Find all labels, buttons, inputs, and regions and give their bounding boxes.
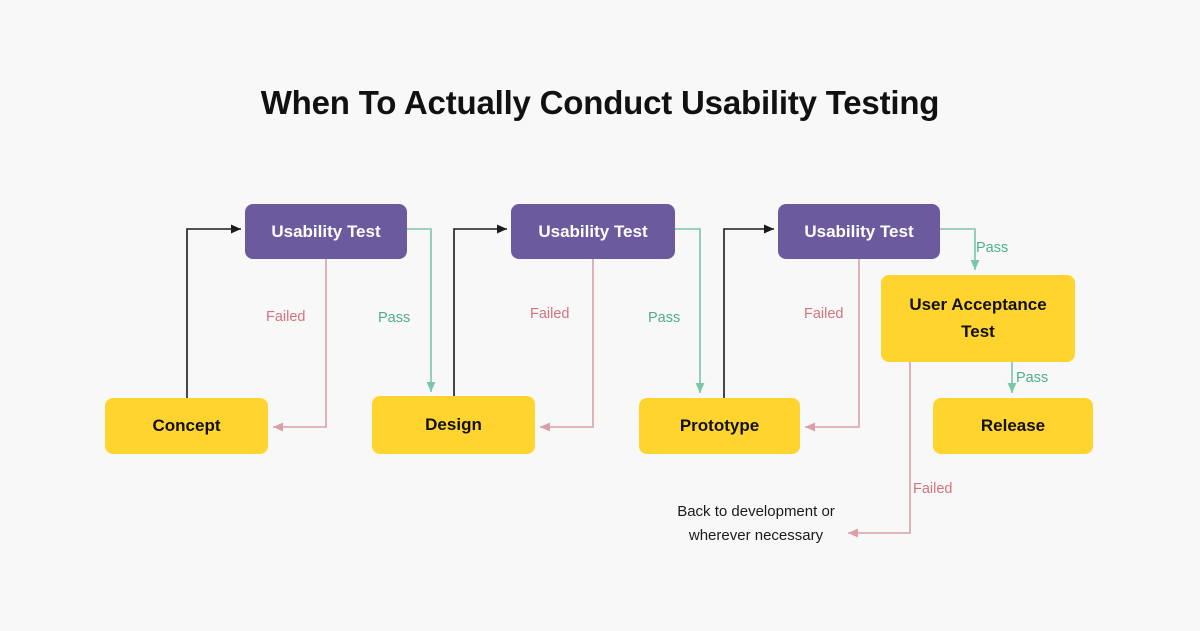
edge-label-pass-4: Pass [1016,370,1049,386]
edge-concept-to-usability-test-1 [186,224,241,400]
edge-label-failed-2: Failed [530,306,570,322]
edge-usability-test-1-pass-to-design [407,228,436,392]
node-user-acceptance-test[interactable]: User Acceptance Test [881,275,1075,362]
edge-label-failed-4: Failed [913,481,953,497]
node-user-acceptance-test-line1: User Acceptance [909,295,1047,315]
edge-label-failed-1: Failed [266,309,306,325]
node-usability-test-1[interactable]: Usability Test [245,204,407,259]
node-usability-test-3[interactable]: Usability Test [778,204,940,259]
edge-usability-test-3-pass-to-user-acceptance-test [940,228,980,270]
edge-design-to-usability-test-2 [453,224,507,396]
node-design[interactable]: Design [372,396,535,454]
node-release[interactable]: Release [933,398,1093,454]
page-title: When To Actually Conduct Usability Testi… [260,84,940,121]
edge-user-acceptance-test-failed-to-development [848,362,911,538]
edge-label-pass-1: Pass [378,310,411,326]
annotation-line-1: Back to development or [677,503,835,520]
node-prototype[interactable]: Prototype [639,398,800,454]
annotation-line-2: wherever necessary [688,527,824,544]
edge-prototype-to-usability-test-3 [723,224,774,398]
edge-label-failed-3: Failed [804,306,844,322]
node-concept[interactable]: Concept [105,398,268,454]
edge-usability-test-1-failed-to-concept [273,259,327,432]
edge-usability-test-2-failed-to-design [540,259,594,432]
edge-label-pass-2: Pass [648,310,681,326]
edge-usability-test-3-failed-to-prototype [805,259,860,432]
edge-usability-test-2-pass-to-prototype [675,228,705,393]
annotation-back-to-development: Back to development or wherever necessar… [663,500,849,548]
node-usability-test-2[interactable]: Usability Test [511,204,675,259]
node-user-acceptance-test-line2: Test [961,321,995,341]
edge-label-pass-3: Pass [976,240,1009,256]
